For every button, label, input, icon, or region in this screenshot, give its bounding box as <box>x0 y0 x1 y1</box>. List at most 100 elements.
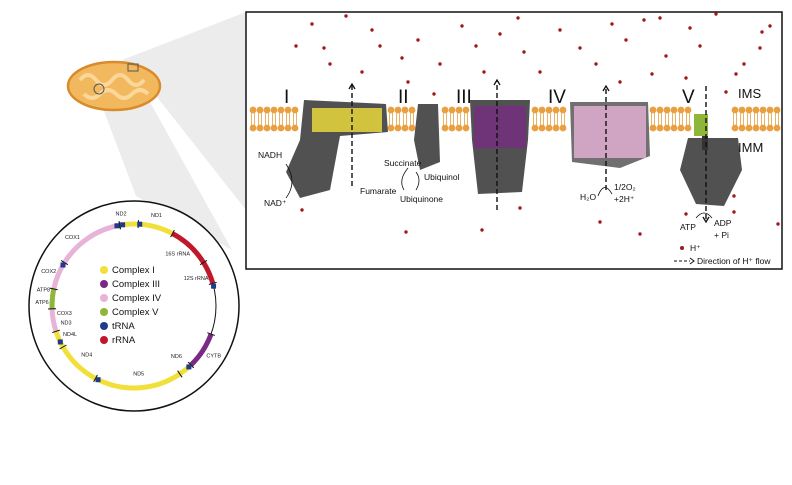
trna-marker <box>211 284 216 289</box>
lipid-head <box>250 125 257 132</box>
complex-label-v: V <box>682 87 695 108</box>
trna-marker <box>114 223 119 228</box>
proton-dot <box>516 16 519 19</box>
lipid-head <box>774 125 781 132</box>
gene-label: ND1 <box>151 213 162 219</box>
proton-dot <box>732 210 735 213</box>
proton-dot <box>432 92 435 95</box>
proton-dot <box>328 62 331 65</box>
proton-dot <box>594 62 597 65</box>
legend-label-rrna: rRNA <box>112 335 136 346</box>
label-adp: ADP <box>714 218 732 228</box>
label-pi: + Pi <box>714 230 729 240</box>
lipid-head <box>388 107 395 114</box>
complex-iii <box>470 100 530 194</box>
proton-dot <box>322 46 325 49</box>
proton-dot <box>650 72 653 75</box>
lipid-head <box>292 107 299 114</box>
proton-dot <box>404 230 407 233</box>
proton-dot <box>310 22 313 25</box>
complex-label-ii: II <box>398 87 409 108</box>
legend-label-complex-iv: Complex IV <box>112 293 162 304</box>
gene-label: 16S rRNA <box>165 251 190 257</box>
proton-dot <box>732 194 735 197</box>
lipid-head <box>753 125 760 132</box>
label-oxygen: 1/2O₂ <box>614 182 636 192</box>
legend-label-trna: tRNA <box>112 321 135 332</box>
gene-label: ND4L <box>63 332 77 338</box>
proton-dot <box>684 212 687 215</box>
lipid-head <box>664 107 671 114</box>
lipid-head <box>650 107 657 114</box>
proton-dot <box>658 16 661 19</box>
proton-dot <box>498 32 501 35</box>
proton-dot <box>294 44 297 47</box>
proton-dot <box>460 24 463 27</box>
gene-label: 12S rRNA <box>184 276 209 282</box>
gene-label: ND3 <box>61 320 72 326</box>
lipid-head <box>292 125 299 132</box>
proton-dot <box>438 62 441 65</box>
label-ubiquinol: Ubiquinol <box>424 172 460 182</box>
trna-marker <box>186 364 191 369</box>
proton-dot <box>760 30 763 33</box>
proton-dot <box>758 46 761 49</box>
proton-dot <box>416 38 419 41</box>
mtdna-frame <box>29 201 239 411</box>
legend-proton-label: H⁺ <box>690 243 701 253</box>
lipid-head <box>442 107 449 114</box>
gene-label: COX2 <box>41 269 56 275</box>
label-nadh: NADH <box>258 150 282 160</box>
lipid-head <box>760 107 767 114</box>
proton-dot <box>724 90 727 93</box>
trna-marker <box>60 263 65 268</box>
gene-arc <box>56 331 59 339</box>
label-fumarate: Fumarate <box>360 186 397 196</box>
proton-dot <box>480 228 483 231</box>
legend-swatch-complex-i <box>100 266 108 274</box>
lipid-head <box>753 107 760 114</box>
lipid-head <box>685 125 692 132</box>
proton-dot <box>300 208 303 211</box>
lipid-head <box>456 125 463 132</box>
trna-marker <box>120 222 125 227</box>
lipid-head <box>278 125 285 132</box>
lipid-head <box>732 107 739 114</box>
label-nad: NAD⁺ <box>264 198 287 208</box>
mitochondrion-icon <box>68 62 160 110</box>
gene-label: ATP6 <box>35 300 48 306</box>
label-water: H₂O <box>580 192 596 202</box>
gene-label: CYTB <box>206 353 221 359</box>
lipid-head <box>732 125 739 132</box>
trna-marker <box>137 222 142 227</box>
proton-dot <box>378 44 381 47</box>
gene-label: COX3 <box>57 311 72 317</box>
proton-dot <box>664 54 667 57</box>
gene-label: ND6 <box>171 354 182 360</box>
lipid-head <box>746 125 753 132</box>
lipid-head <box>442 125 449 132</box>
proton-dot <box>360 70 363 73</box>
label-succinate: Succinate <box>384 158 422 168</box>
lipid-head <box>463 125 470 132</box>
proton-dot <box>474 44 477 47</box>
lipid-head <box>539 125 546 132</box>
proton-dot <box>714 12 717 15</box>
lipid-head <box>539 107 546 114</box>
proton-dot <box>698 44 701 47</box>
lipid-head <box>671 125 678 132</box>
lipid-head <box>746 107 753 114</box>
proton-dot <box>776 222 779 225</box>
lipid-head <box>271 107 278 114</box>
lipid-head <box>409 107 416 114</box>
lipid-head <box>739 107 746 114</box>
proton-dot <box>768 24 771 27</box>
lipid-head <box>760 125 767 132</box>
proton-dot <box>482 70 485 73</box>
proton-dot <box>638 232 641 235</box>
complex-label-iv: IV <box>548 87 566 108</box>
legend-swatch-rrna <box>100 336 108 344</box>
legend-swatch-trna <box>100 322 108 330</box>
